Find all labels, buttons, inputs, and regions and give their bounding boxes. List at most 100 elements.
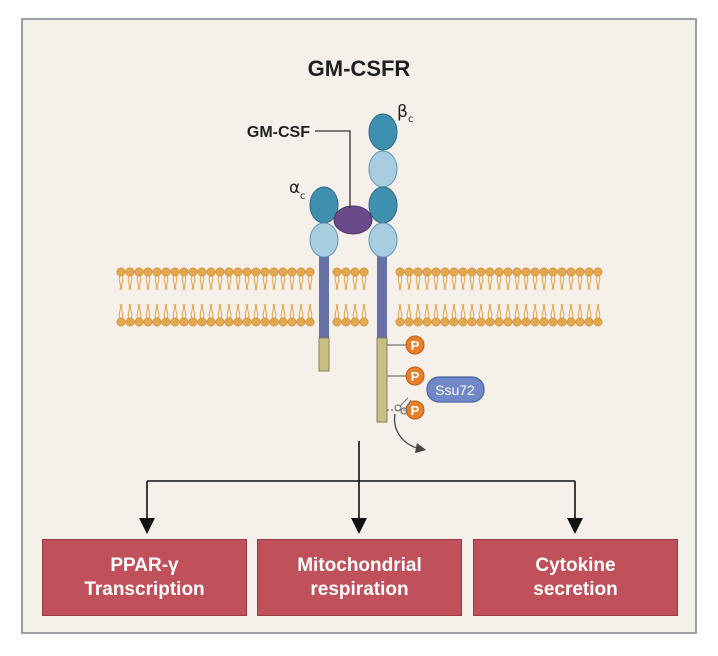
lipid-head	[143, 267, 153, 277]
phosphate-1: P	[405, 335, 425, 355]
lipid-tail	[559, 303, 565, 319]
lipid-head	[566, 317, 576, 327]
lipid-tail	[487, 303, 493, 319]
lipid-head	[494, 267, 504, 277]
lipid-tail	[118, 275, 124, 291]
lipid-head	[206, 317, 216, 327]
lipid-head	[395, 267, 405, 277]
lipid-tail	[577, 275, 583, 291]
lipid-head	[251, 317, 261, 327]
lipid-tail	[280, 275, 286, 291]
lipid-head	[458, 317, 468, 327]
beta-chain-transmembrane	[377, 252, 387, 338]
lipid-head	[260, 317, 270, 327]
lipid-tail	[181, 275, 187, 291]
lipid-head	[224, 317, 234, 327]
lipid-head	[206, 267, 216, 277]
phosphate-release-arrow	[393, 413, 427, 454]
lipid-head	[269, 317, 279, 327]
lipid-tail	[289, 303, 295, 319]
lipid-head	[152, 317, 162, 327]
lipid-tail	[235, 303, 241, 319]
lipid-head	[224, 267, 234, 277]
lipid-tail	[145, 275, 151, 291]
lipid-tail	[586, 275, 592, 291]
lipid-tail	[334, 275, 340, 291]
lipid-tail	[550, 303, 556, 319]
lipid-tail	[298, 275, 304, 291]
lipid-tail	[208, 303, 214, 319]
lipid-tail	[424, 303, 430, 319]
lipid-tail	[262, 275, 268, 291]
lipid-tail	[406, 303, 412, 319]
lipid-head	[332, 267, 342, 277]
lipid-tail	[127, 303, 133, 319]
lipid-head	[350, 317, 360, 327]
lipid-bilayer	[116, 267, 603, 327]
lipid-head	[161, 267, 171, 277]
diagram-title: GM-CSFR	[308, 56, 411, 81]
lipid-tail	[334, 303, 340, 319]
svg-text:Ssu72: Ssu72	[435, 382, 475, 398]
lipid-tail	[568, 303, 574, 319]
lipid-tail	[361, 275, 367, 291]
lipid-tail	[307, 275, 313, 291]
lipid-head	[242, 267, 252, 277]
lipid-head	[215, 317, 225, 327]
lipid-head	[359, 317, 369, 327]
lipid-tail	[595, 275, 601, 291]
lipid-tail	[460, 303, 466, 319]
lipid-head	[476, 267, 486, 277]
lipid-head	[242, 317, 252, 327]
lipid-head	[116, 267, 126, 277]
lipid-head	[341, 317, 351, 327]
lipid-tail	[298, 303, 304, 319]
lipid-tail	[496, 275, 502, 291]
beta-chain-label: β	[397, 102, 408, 122]
lipid-tail	[361, 303, 367, 319]
alpha-chain-transmembrane	[319, 252, 329, 338]
ligand-label: GM-CSF	[247, 124, 310, 141]
lipid-head	[503, 267, 513, 277]
lipid-head	[296, 267, 306, 277]
beta-domain-2	[368, 150, 398, 188]
lipid-tail	[415, 275, 421, 291]
scissors-icon	[394, 397, 412, 415]
lipid-tail	[244, 303, 250, 319]
lipid-head	[278, 317, 288, 327]
lipid-head	[494, 317, 504, 327]
lipid-tail	[559, 275, 565, 291]
lipid-head	[404, 267, 414, 277]
lipid-head	[530, 317, 540, 327]
beta-domain-1	[368, 113, 398, 151]
lipid-tail	[262, 303, 268, 319]
lipid-head	[134, 267, 144, 277]
lipid-tail	[163, 303, 169, 319]
lipid-head	[431, 317, 441, 327]
lipid-tail	[496, 303, 502, 319]
lipid-tail	[118, 303, 124, 319]
lipid-tail	[532, 275, 538, 291]
svg-text:P: P	[411, 403, 420, 418]
svg-text:P: P	[411, 369, 420, 384]
lipid-tail	[190, 275, 196, 291]
lipid-head	[467, 317, 477, 327]
lipid-tail	[505, 275, 511, 291]
lipid-head	[539, 267, 549, 277]
lipid-tail	[280, 303, 286, 319]
lipid-head	[512, 267, 522, 277]
lipid-head	[161, 317, 171, 327]
lipid-tail	[163, 275, 169, 291]
lipid-head	[512, 317, 522, 327]
lipid-head	[467, 267, 477, 277]
outcome-3-line2: secretion	[533, 578, 618, 600]
lipid-tail	[487, 275, 493, 291]
lipid-tail	[469, 275, 475, 291]
lipid-tail	[523, 275, 529, 291]
lipid-head	[485, 267, 495, 277]
lipid-head	[116, 317, 126, 327]
lipid-tail	[217, 275, 223, 291]
lipid-head	[278, 267, 288, 277]
